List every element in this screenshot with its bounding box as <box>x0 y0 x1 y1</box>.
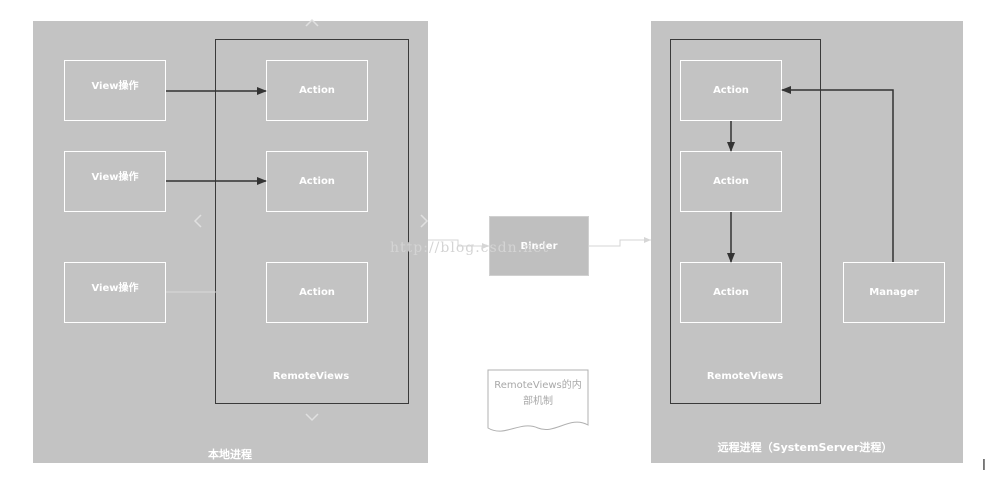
manager-box: Manager <box>843 262 945 323</box>
remote-action-label-1: Action <box>713 85 749 96</box>
local-action-label-3: Action <box>299 287 335 298</box>
connector-local-to-binder <box>428 239 489 249</box>
connector-binder-to-remote <box>589 237 651 247</box>
arrow-manager-to-action <box>781 86 894 262</box>
manager-label: Manager <box>869 287 919 298</box>
note-text: RemoteViews的内 部机制 <box>488 378 588 410</box>
view-op-label-2: View操作 <box>91 172 139 183</box>
handle-right-icon <box>420 214 429 228</box>
view-op-box-3: View操作 <box>64 262 166 323</box>
local-action-label-1: Action <box>299 85 335 96</box>
local-action-label-2: Action <box>299 176 335 187</box>
local-process-panel <box>33 21 428 463</box>
handle-bottom-icon <box>305 413 319 422</box>
binder-label: Binder <box>520 240 558 252</box>
note-shape <box>487 369 589 432</box>
local-action-box-3: Action <box>266 262 368 323</box>
local-remoteviews-label: RemoteViews <box>272 371 350 382</box>
remote-remoteviews-label: RemoteViews <box>706 371 784 382</box>
handle-top-icon <box>305 18 319 27</box>
remote-process-caption: 远程进程（SystemServer进程） <box>717 441 893 454</box>
note-line-2: 部机制 <box>523 396 553 407</box>
view-op-label-1: View操作 <box>91 81 139 92</box>
watermark: http://blog.csdn.net <box>390 240 550 256</box>
note-line-1: RemoteViews的内 <box>494 380 582 391</box>
remote-action-label-3: Action <box>713 287 749 298</box>
view-op-label-3: View操作 <box>91 283 139 294</box>
handle-left-icon <box>193 214 202 228</box>
local-remoteviews-frame <box>215 39 409 404</box>
local-process-caption: 本地进程 <box>208 448 252 461</box>
corner-mark: l <box>982 458 986 474</box>
view-op-box-1: View操作 <box>64 60 166 121</box>
remote-action-label-2: Action <box>713 176 749 187</box>
remote-remoteviews-frame <box>670 39 821 404</box>
view-op-box-2: View操作 <box>64 151 166 212</box>
remote-process-panel <box>651 21 963 463</box>
binder-box: Binder <box>489 216 589 276</box>
